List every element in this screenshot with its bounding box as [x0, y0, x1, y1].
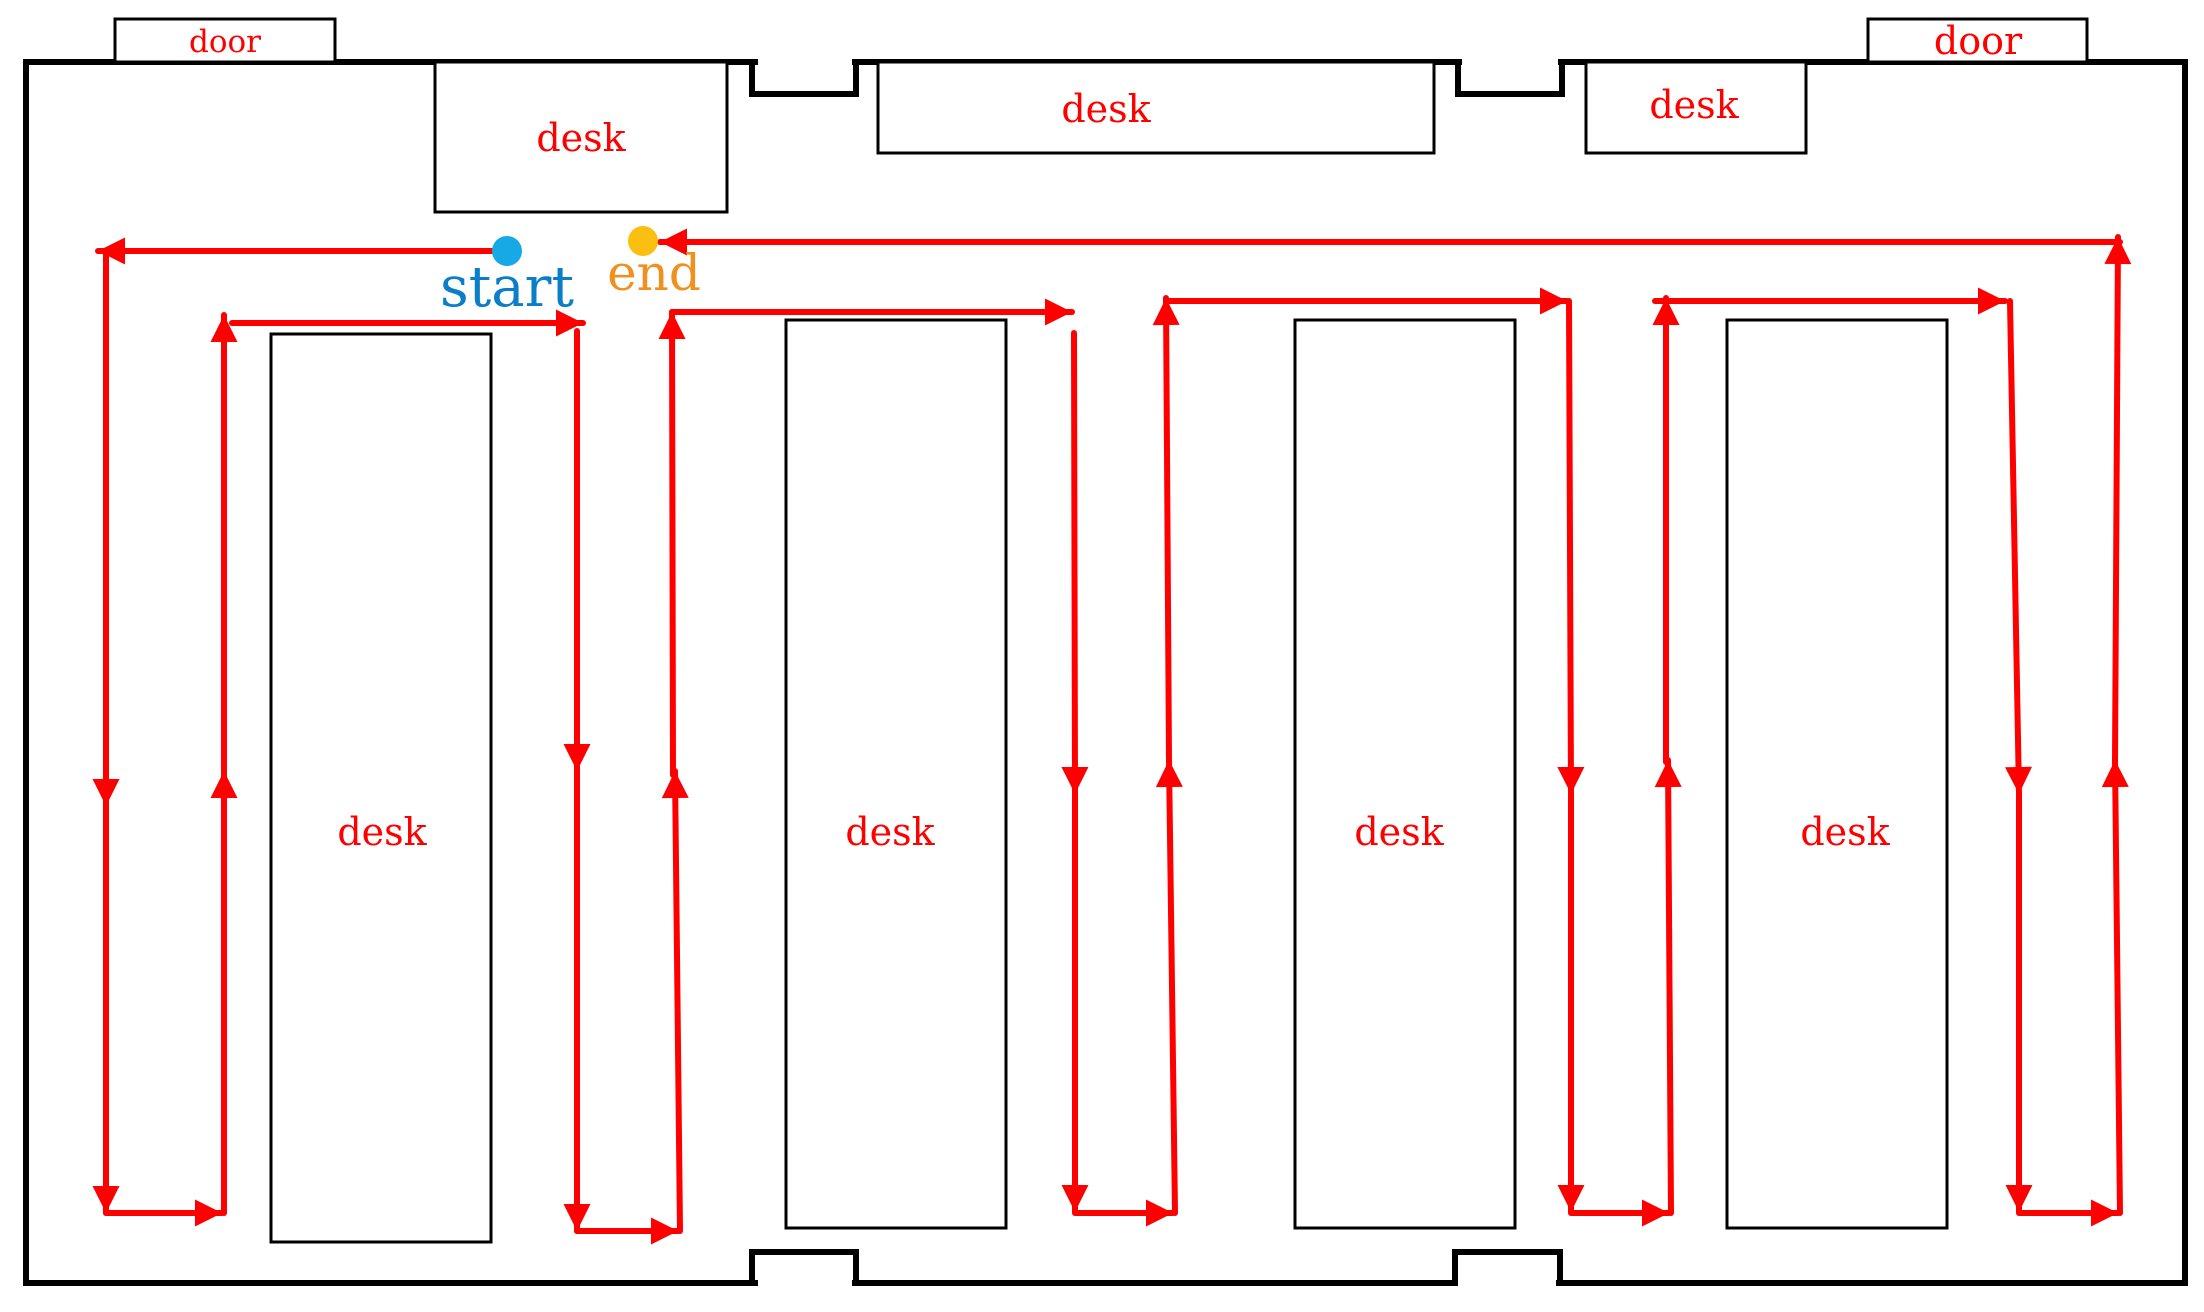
desk-top-right: desk [1584, 60, 1808, 155]
desk-row-1: desk [269, 332, 493, 1244]
desk-row-3-label: desk [1354, 810, 1444, 854]
door-right: door [1866, 17, 2089, 64]
start-label: start [440, 255, 574, 320]
end-dot-icon [628, 226, 658, 256]
door-left: door [113, 17, 337, 64]
cleaning-path [92, 228, 2132, 1245]
wall-bottom-niche-1 [749, 1249, 859, 1283]
desk-top-right-label: desk [1649, 83, 1739, 127]
end-label: end [607, 244, 701, 302]
path-segment [2101, 757, 2129, 1216]
desk-top-left-label: desk [536, 116, 626, 160]
desk-top-middle: desk [876, 60, 1436, 155]
door-right-label: door [1934, 19, 2023, 63]
desk-top-middle-label: desk [1061, 87, 1151, 131]
wall-top-left [23, 59, 758, 1286]
desk-row-4: desk [1725, 318, 1949, 1230]
path-segment [1654, 757, 1682, 1216]
desk-row-2-label: desk [845, 810, 935, 854]
desk-top-left: desk [433, 60, 729, 214]
wall-top-niche-1 [749, 62, 859, 97]
wall-top-niche-2 [1455, 62, 1565, 97]
door-left-label: door [189, 24, 261, 60]
path-segment [661, 768, 689, 1234]
path-segment [1155, 757, 1183, 1216]
wall-bottom-niche-2 [1452, 1249, 1563, 1283]
desk-row-4-label: desk [1800, 810, 1890, 854]
desk-row-2: desk [784, 318, 1008, 1230]
start-dot-icon [492, 236, 522, 266]
path-segment [2104, 234, 2132, 765]
path-segment [1557, 298, 1585, 797]
end-marker: end [607, 226, 701, 302]
desk-row-1-label: desk [337, 810, 427, 854]
path-segment [1152, 295, 1180, 765]
desk-row-3: desk [1293, 318, 1517, 1230]
start-marker: start [440, 236, 574, 320]
path-segment [1061, 330, 1089, 797]
path-segment [658, 309, 686, 778]
path-segment [2005, 298, 2033, 797]
